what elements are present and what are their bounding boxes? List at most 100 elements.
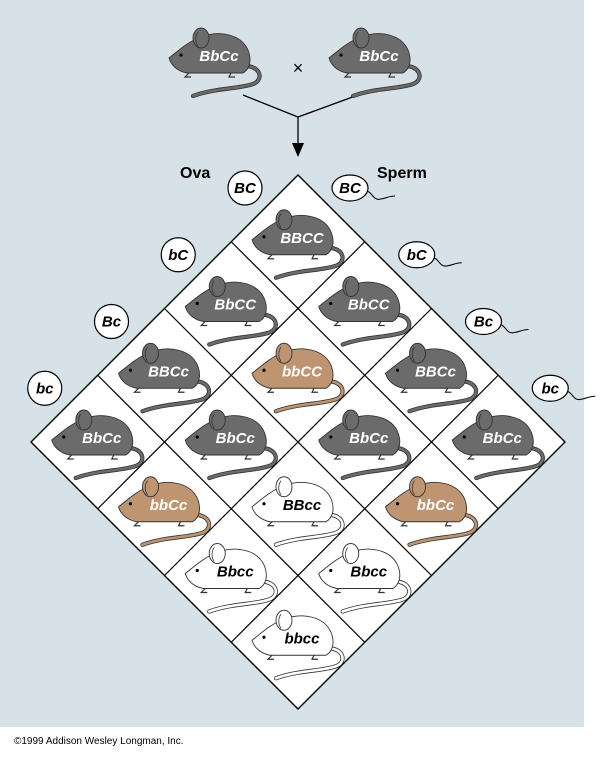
body (117, 348, 200, 389)
eye (329, 435, 333, 439)
body (251, 615, 334, 656)
mouse-brown: bbCc (384, 476, 479, 547)
tail (341, 446, 411, 480)
sperm-label: bC (407, 247, 428, 264)
sperm-label: BC (339, 180, 362, 197)
eye (128, 502, 133, 506)
arrow-down-icon (292, 143, 304, 157)
sperm-Bc: Bc (464, 307, 529, 336)
genotype-label: BbCc (199, 48, 239, 65)
body (251, 215, 334, 256)
ovum-label: bC (168, 247, 189, 264)
cross-lines (242, 94, 359, 118)
genotype-label: BbCc (483, 430, 523, 447)
genotype-label: BbCC (348, 297, 391, 314)
genotype-label: bbCc (150, 497, 188, 514)
body (384, 348, 467, 389)
tail (274, 513, 344, 547)
mouse-brown: bbCc (117, 476, 212, 547)
eye (128, 368, 133, 372)
tail (274, 379, 344, 413)
mouse-black: BBCc (384, 342, 479, 414)
tail (74, 446, 144, 480)
mouse-white: Bbcc (184, 543, 278, 614)
ovum-label: Bc (102, 314, 122, 331)
tail (274, 646, 344, 680)
tail (474, 446, 545, 480)
eye (262, 502, 266, 506)
mouse-black: BbCC (318, 276, 412, 347)
genotype-label: bbCC (282, 363, 323, 380)
mouse-black: BbCc (328, 27, 422, 99)
tail (341, 313, 411, 346)
sperm-label: Sperm (377, 165, 427, 182)
tail (207, 580, 278, 613)
eye (195, 301, 199, 306)
mouse-black: BbCc (184, 409, 278, 481)
body (318, 415, 401, 456)
eye (339, 53, 343, 57)
copyright: ©1999 Addison Wesley Longman, Inc. (14, 736, 184, 747)
eye (329, 301, 333, 306)
body (184, 548, 267, 589)
eye (62, 435, 66, 439)
grid-line (97, 374, 366, 643)
tail (141, 379, 211, 413)
genotype-label: BbCc (359, 48, 399, 65)
eye (395, 368, 400, 372)
genotype-label: BBcc (283, 497, 322, 514)
sperm-tail (433, 257, 462, 267)
sperm-tail (500, 323, 529, 334)
sperm-label: Bc (474, 314, 494, 331)
gametes: BC BC bC bC Bc Bc bc bc (27, 170, 596, 406)
genotype-label: BBCc (148, 363, 189, 380)
genotype-label: BbCc (349, 430, 389, 447)
genotype-label: bbCc (417, 497, 455, 514)
ovum-bc: bc (27, 370, 63, 406)
genotype-label: Bbcc (350, 564, 387, 581)
body (318, 281, 401, 322)
mouse-black: BbCc (51, 409, 145, 481)
genotype-label: BBCc (415, 363, 456, 380)
mouse-black: BbCC (184, 276, 278, 347)
tail (191, 64, 261, 98)
mouse-black: BbCc (451, 409, 545, 481)
body (51, 415, 134, 456)
grid-line (164, 308, 432, 576)
tail (207, 313, 278, 346)
mouse-black: BBCC (251, 209, 345, 280)
body (318, 548, 401, 589)
genotype-label: BbCC (214, 297, 257, 314)
sperm-label: bc (541, 380, 559, 397)
tail (408, 513, 478, 547)
eye (179, 53, 183, 57)
body (251, 482, 334, 523)
mouse-black: BbCc (168, 27, 262, 99)
ovum-label: bc (36, 380, 54, 397)
mouse-black: BBCc (117, 342, 212, 414)
body (117, 482, 200, 523)
mouse-black: BbCc (318, 409, 412, 481)
tail (207, 446, 278, 480)
tail (341, 580, 411, 613)
sperm-bC: bC (398, 241, 462, 269)
tail (351, 64, 421, 98)
sperm-BC: BC (331, 174, 396, 202)
ovum-BC: BC (227, 170, 263, 206)
genotype-label: BBCC (280, 230, 324, 247)
genotype-label: BbCc (82, 430, 122, 447)
body (251, 348, 334, 389)
tail (274, 246, 344, 280)
mouse-white: Bbcc (318, 543, 412, 614)
genotype-label: BbCc (216, 430, 256, 447)
eye (329, 568, 333, 573)
body (184, 415, 267, 456)
eye (195, 568, 199, 573)
genotype-label: Bbcc (217, 564, 254, 581)
eye (262, 235, 266, 239)
grid-line (230, 374, 499, 643)
